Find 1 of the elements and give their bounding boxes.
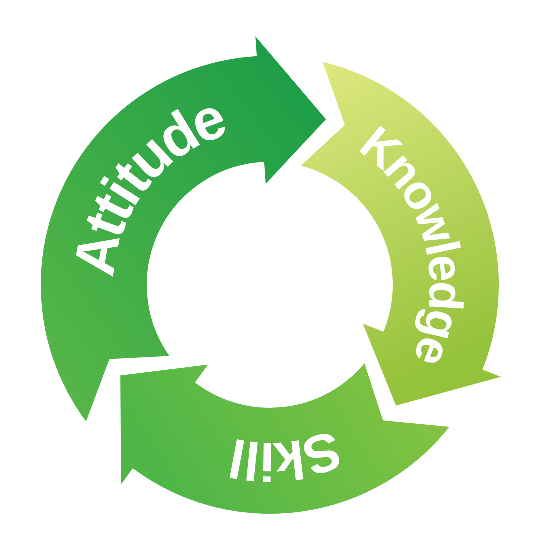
arrow-label: Skill bbox=[224, 419, 348, 492]
